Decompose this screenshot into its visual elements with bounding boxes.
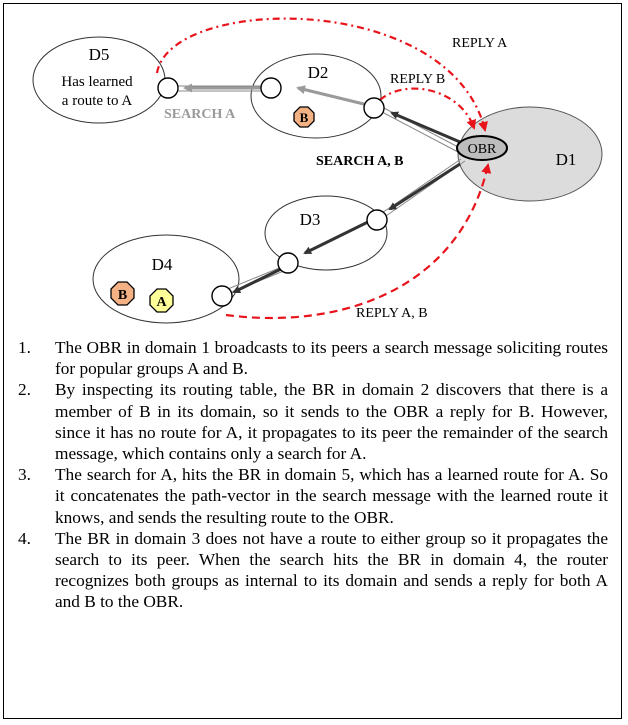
search-ab-arrow-d3-d4 [232, 266, 284, 294]
reply-ab-label: REPLY A, B [356, 306, 428, 321]
domain-d5-label: D5 [89, 45, 110, 64]
search-ab-arrow-obr-d3 [388, 162, 461, 211]
domain-d3 [264, 195, 388, 271]
domain-d2-label: D2 [308, 63, 329, 82]
reply-a-arrow [155, 17, 488, 132]
step-1: 1. The OBR in domain 1 broadcasts to its… [18, 337, 608, 379]
reply-b-arrow [379, 87, 477, 130]
domain-d4-label: D4 [152, 255, 173, 274]
svg-text:B: B [300, 110, 309, 125]
search-a-label: SEARCH A [164, 107, 236, 122]
svg-text:A: A [156, 295, 167, 310]
search-ab-label: SEARCH A, B [316, 154, 404, 169]
router-d2-left [260, 77, 282, 99]
step-number: 2. [18, 380, 31, 400]
step-list: 1. The OBR in domain 1 broadcasts to its… [18, 337, 608, 613]
obr-router [456, 135, 508, 161]
badge-b-d2: B [293, 106, 315, 128]
step-2: 2. By inspecting its routing table, the … [18, 379, 608, 464]
domain-d1 [457, 106, 603, 202]
search-a-arrow-in-d2 [296, 85, 373, 108]
obr-label: OBR [468, 142, 497, 157]
router-d3-left [277, 252, 299, 274]
reply-b-label: REPLY B [390, 72, 445, 87]
router-d5 [157, 77, 179, 99]
border-routers [157, 77, 388, 307]
domain-d5-note-line2: a route to A [62, 93, 133, 109]
step-text: The search for A, hits the BR in domain … [55, 465, 608, 527]
step-number: 4. [18, 528, 31, 548]
router-d4 [211, 285, 233, 307]
router-d2-right [363, 97, 385, 119]
step-4: 4. The BR in domain 3 does not have a ro… [18, 528, 608, 613]
domain-d3-label: D3 [300, 210, 321, 229]
reply-ab-arrow [225, 163, 492, 320]
step-number: 3. [18, 465, 31, 485]
step-text: By inspecting its routing table, the BR … [55, 380, 608, 464]
domain-d1-label: D1 [556, 150, 577, 169]
svg-text:B: B [118, 288, 127, 303]
search-ab-arrow-in-d3 [303, 218, 373, 255]
reply-a-label: REPLY A [452, 36, 508, 51]
step-text: The OBR in domain 1 broadcasts to its pe… [55, 338, 608, 379]
routing-diagram: OBR D5 Has learned a route to A D2 D1 D3… [32, 17, 603, 324]
domain-d5-note-line1: Has learned [61, 74, 133, 90]
router-d3-right [366, 209, 388, 231]
badge-b-d4: B [110, 281, 135, 306]
step-3: 3. The search for A, hits the BR in doma… [18, 464, 608, 528]
step-text: The BR in domain 3 does not have a route… [55, 528, 608, 612]
domain-d2 [250, 53, 382, 139]
badge-a-d4: A [149, 288, 174, 313]
step-number: 1. [18, 338, 31, 357]
search-ab-arrow-obr-d2 [390, 111, 461, 144]
